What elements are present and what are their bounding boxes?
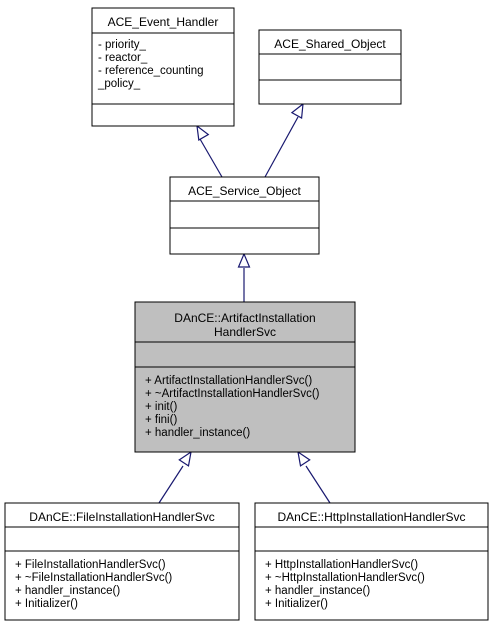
edge-artifact-to-service-object bbox=[237, 252, 251, 302]
methods-section bbox=[91, 103, 235, 127]
method-text: + Initializer() bbox=[265, 598, 328, 610]
class-boxes: ACE_Event_Handler - priority_- reactor_- … bbox=[4, 7, 489, 621]
method-text: + handler_instance() bbox=[145, 427, 250, 439]
method-text: + init() bbox=[145, 401, 177, 413]
attribute-text: _policy_ bbox=[97, 78, 141, 90]
inheritance-line bbox=[199, 138, 223, 178]
inheritance-line bbox=[305, 465, 331, 504]
class-name-text: DAnCE::HttpInstallationHandlerSvc bbox=[277, 510, 465, 524]
class-name-section bbox=[254, 502, 489, 528]
attributes-section bbox=[169, 200, 320, 229]
method-text: + handler_instance() bbox=[265, 585, 370, 597]
class-name-section bbox=[258, 29, 402, 55]
method-text: + HttpInstallationHandlerSvc() bbox=[265, 559, 418, 571]
attribute-text: - reactor_ bbox=[98, 52, 148, 64]
inheritance-arrowhead bbox=[297, 450, 311, 467]
class-name-text: ACE_Shared_Object bbox=[274, 37, 386, 51]
method-text: + fini() bbox=[145, 414, 177, 426]
inheritance-edges bbox=[158, 102, 331, 504]
method-text: + handler_instance() bbox=[15, 585, 120, 597]
method-text: + ~FileInstallationHandlerSvc() bbox=[15, 572, 172, 584]
class-name-section bbox=[169, 176, 320, 202]
attribute-text: - priority_ bbox=[98, 39, 147, 51]
attributes-section bbox=[254, 526, 489, 552]
inheritance-line bbox=[158, 465, 184, 504]
attributes-section bbox=[91, 32, 235, 105]
edge-http-to-artifact bbox=[297, 450, 331, 504]
attributes-section bbox=[134, 341, 356, 368]
method-text: + Initializer() bbox=[15, 598, 78, 610]
class-name-section bbox=[91, 7, 235, 34]
methods-section bbox=[258, 79, 402, 105]
edge-service-object-to-event-handler bbox=[196, 124, 223, 178]
attributes-section bbox=[258, 53, 402, 81]
edge-service-object-to-shared-object bbox=[264, 102, 304, 178]
class-name-text: ACE_Event_Handler bbox=[108, 15, 219, 29]
method-text: + FileInstallationHandlerSvc() bbox=[15, 559, 166, 571]
inheritance-arrowhead bbox=[178, 450, 192, 467]
edge-file-to-artifact bbox=[158, 450, 192, 504]
inheritance-arrowhead bbox=[237, 252, 251, 268]
inheritance-arrowhead bbox=[196, 124, 210, 141]
methods-section bbox=[134, 366, 356, 453]
class-name-text: DAnCE::FileInstallationHandlerSvc bbox=[29, 510, 214, 524]
class-box-artifact-svc[interactable]: DAnCE::ArtifactInstallationHandlerSvc+ A… bbox=[134, 301, 356, 453]
inheritance-line bbox=[264, 116, 299, 178]
class-name-text: DAnCE::ArtifactInstallation bbox=[174, 311, 315, 325]
class-box-event-handler[interactable]: ACE_Event_Handler - priority_- reactor_- … bbox=[91, 7, 235, 127]
methods-section bbox=[169, 227, 320, 255]
inheritance-arrowhead bbox=[290, 102, 304, 119]
class-box-http-svc[interactable]: DAnCE::HttpInstallationHandlerSvc+ HttpI… bbox=[254, 502, 489, 621]
method-text: + ~HttpInstallationHandlerSvc() bbox=[265, 572, 425, 584]
class-name-text: HandlerSvc bbox=[214, 325, 276, 339]
attribute-text: - reference_counting bbox=[98, 65, 203, 77]
methods-section bbox=[254, 550, 489, 621]
method-text: + ~ArtifactInstallationHandlerSvc() bbox=[145, 388, 320, 400]
attributes-section bbox=[4, 526, 240, 552]
method-text: + ArtifactInstallationHandlerSvc() bbox=[145, 375, 312, 387]
class-name-text: ACE_Service_Object bbox=[188, 184, 301, 198]
methods-section bbox=[4, 550, 240, 621]
class-box-service-object[interactable]: ACE_Service_Object bbox=[169, 176, 320, 255]
class-box-file-svc[interactable]: DAnCE::FileInstallationHandlerSvc+ FileI… bbox=[4, 502, 240, 621]
class-box-shared-object[interactable]: ACE_Shared_Object bbox=[258, 29, 402, 105]
